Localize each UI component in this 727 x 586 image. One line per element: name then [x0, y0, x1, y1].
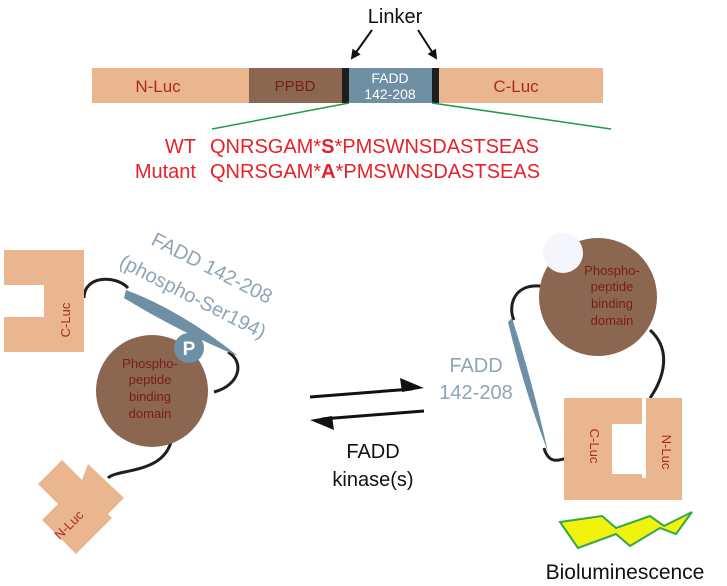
connector-line-left [211, 102, 350, 130]
right-fadd-label-line2: 142-208 [439, 382, 512, 404]
linker-segment-right [432, 68, 439, 103]
fadd-peptide-right [508, 318, 548, 452]
right-domain-line1: Phospho- [584, 263, 640, 278]
nluc-fragment [38, 460, 124, 554]
ppbd-segment [249, 68, 342, 103]
empty-binding-pocket [543, 233, 583, 273]
nluc-complemented [616, 398, 682, 500]
linker-domain-fadd [510, 284, 548, 321]
mutant-sequence-suffix: *PMSWNSDASTSEAS [336, 161, 540, 183]
cluc-segment [439, 68, 603, 103]
equilibrium-arrows: FADD kinase(s) [309, 378, 425, 491]
cluc-label: C-Luc [493, 77, 539, 96]
right-domain-line3: binding [591, 296, 633, 311]
fadd-segment [349, 68, 432, 103]
kinase-label-line2: kinase(s) [332, 469, 413, 491]
wt-sequence-suffix: *PMSWNSDASTSEAS [334, 136, 538, 158]
right-domain-line2: peptide [591, 279, 634, 294]
connector-line-right [431, 102, 612, 130]
mutant-label: Mutant [135, 161, 197, 183]
nluc-label: N-Luc [135, 77, 181, 96]
linker-arrow-right [417, 29, 438, 60]
phosphate-group [174, 333, 204, 363]
forward-arrow-head [400, 378, 424, 392]
left-domain-line4: domain [129, 406, 172, 421]
right-domain-line4: domain [591, 313, 634, 328]
left-cluc-label: C-Luc [58, 302, 73, 337]
fadd-label-line1: FADD [371, 70, 408, 86]
wt-label: WT [165, 136, 196, 158]
right-fadd-label-line1: FADD [449, 355, 502, 377]
ppbd-label: PPBD [275, 78, 316, 95]
fadd-peptide-left [124, 290, 238, 356]
forward-arrow-shaft [309, 387, 413, 399]
left-domain-line1: Phospho- [122, 356, 178, 371]
construct-diagram: Linker N-Luc PPBD FADD 142-208 C-Luc [92, 6, 612, 130]
phosphate-label: P [183, 339, 196, 360]
right-cluc-label: C-Luc [587, 429, 602, 464]
right-state-closed: FADD 142-208 Phospho- peptide binding do… [439, 233, 704, 584]
fadd-label-line2: 142-208 [364, 86, 416, 102]
bioluminescence-label: Bioluminescence [546, 561, 705, 584]
mutant-sequence-prefix: QNRSGAM* [210, 161, 321, 183]
linker-domain-nluc-right [648, 328, 666, 399]
sequence-block: WT QNRSGAM*S*PMSWNSDASTSEAS Mutant QNRSG… [135, 136, 540, 183]
left-domain-line3: binding [129, 389, 171, 404]
linker-segment-left [342, 68, 349, 103]
nluc-segment [92, 68, 249, 103]
linker-cluc-fadd [82, 277, 130, 299]
right-nluc-label: N-Luc [659, 435, 674, 470]
left-domain-line2: peptide [129, 372, 172, 387]
wt-sequence: QNRSGAM*S*PMSWNSDASTSEAS [210, 136, 539, 158]
linker-fadd-cluc [542, 447, 567, 462]
wt-sequence-prefix: QNRSGAM* [210, 136, 321, 158]
ppbd-domain-left [96, 335, 208, 447]
lightning-bolt-icon [558, 511, 693, 550]
reverse-arrow-shaft [321, 409, 425, 421]
linker-arrow-left [350, 29, 373, 60]
kinase-label-line1: FADD [346, 441, 399, 463]
cluc-fragment [4, 250, 84, 352]
mutant-sequence: QNRSGAM*A*PMSWNSDASTSEAS [210, 161, 540, 183]
linker-domain-nluc [106, 437, 174, 480]
linker-fadd-domain [213, 350, 240, 394]
wt-phosphosite: S [321, 136, 334, 158]
reverse-arrow-head [310, 416, 334, 430]
cluc-complemented [564, 398, 642, 500]
linker-label: Linker [368, 6, 423, 28]
mutant-substitution: A [321, 161, 335, 183]
left-state-open: C-Luc FADD 142-208 (phospho-Ser194) Phos… [4, 229, 276, 554]
